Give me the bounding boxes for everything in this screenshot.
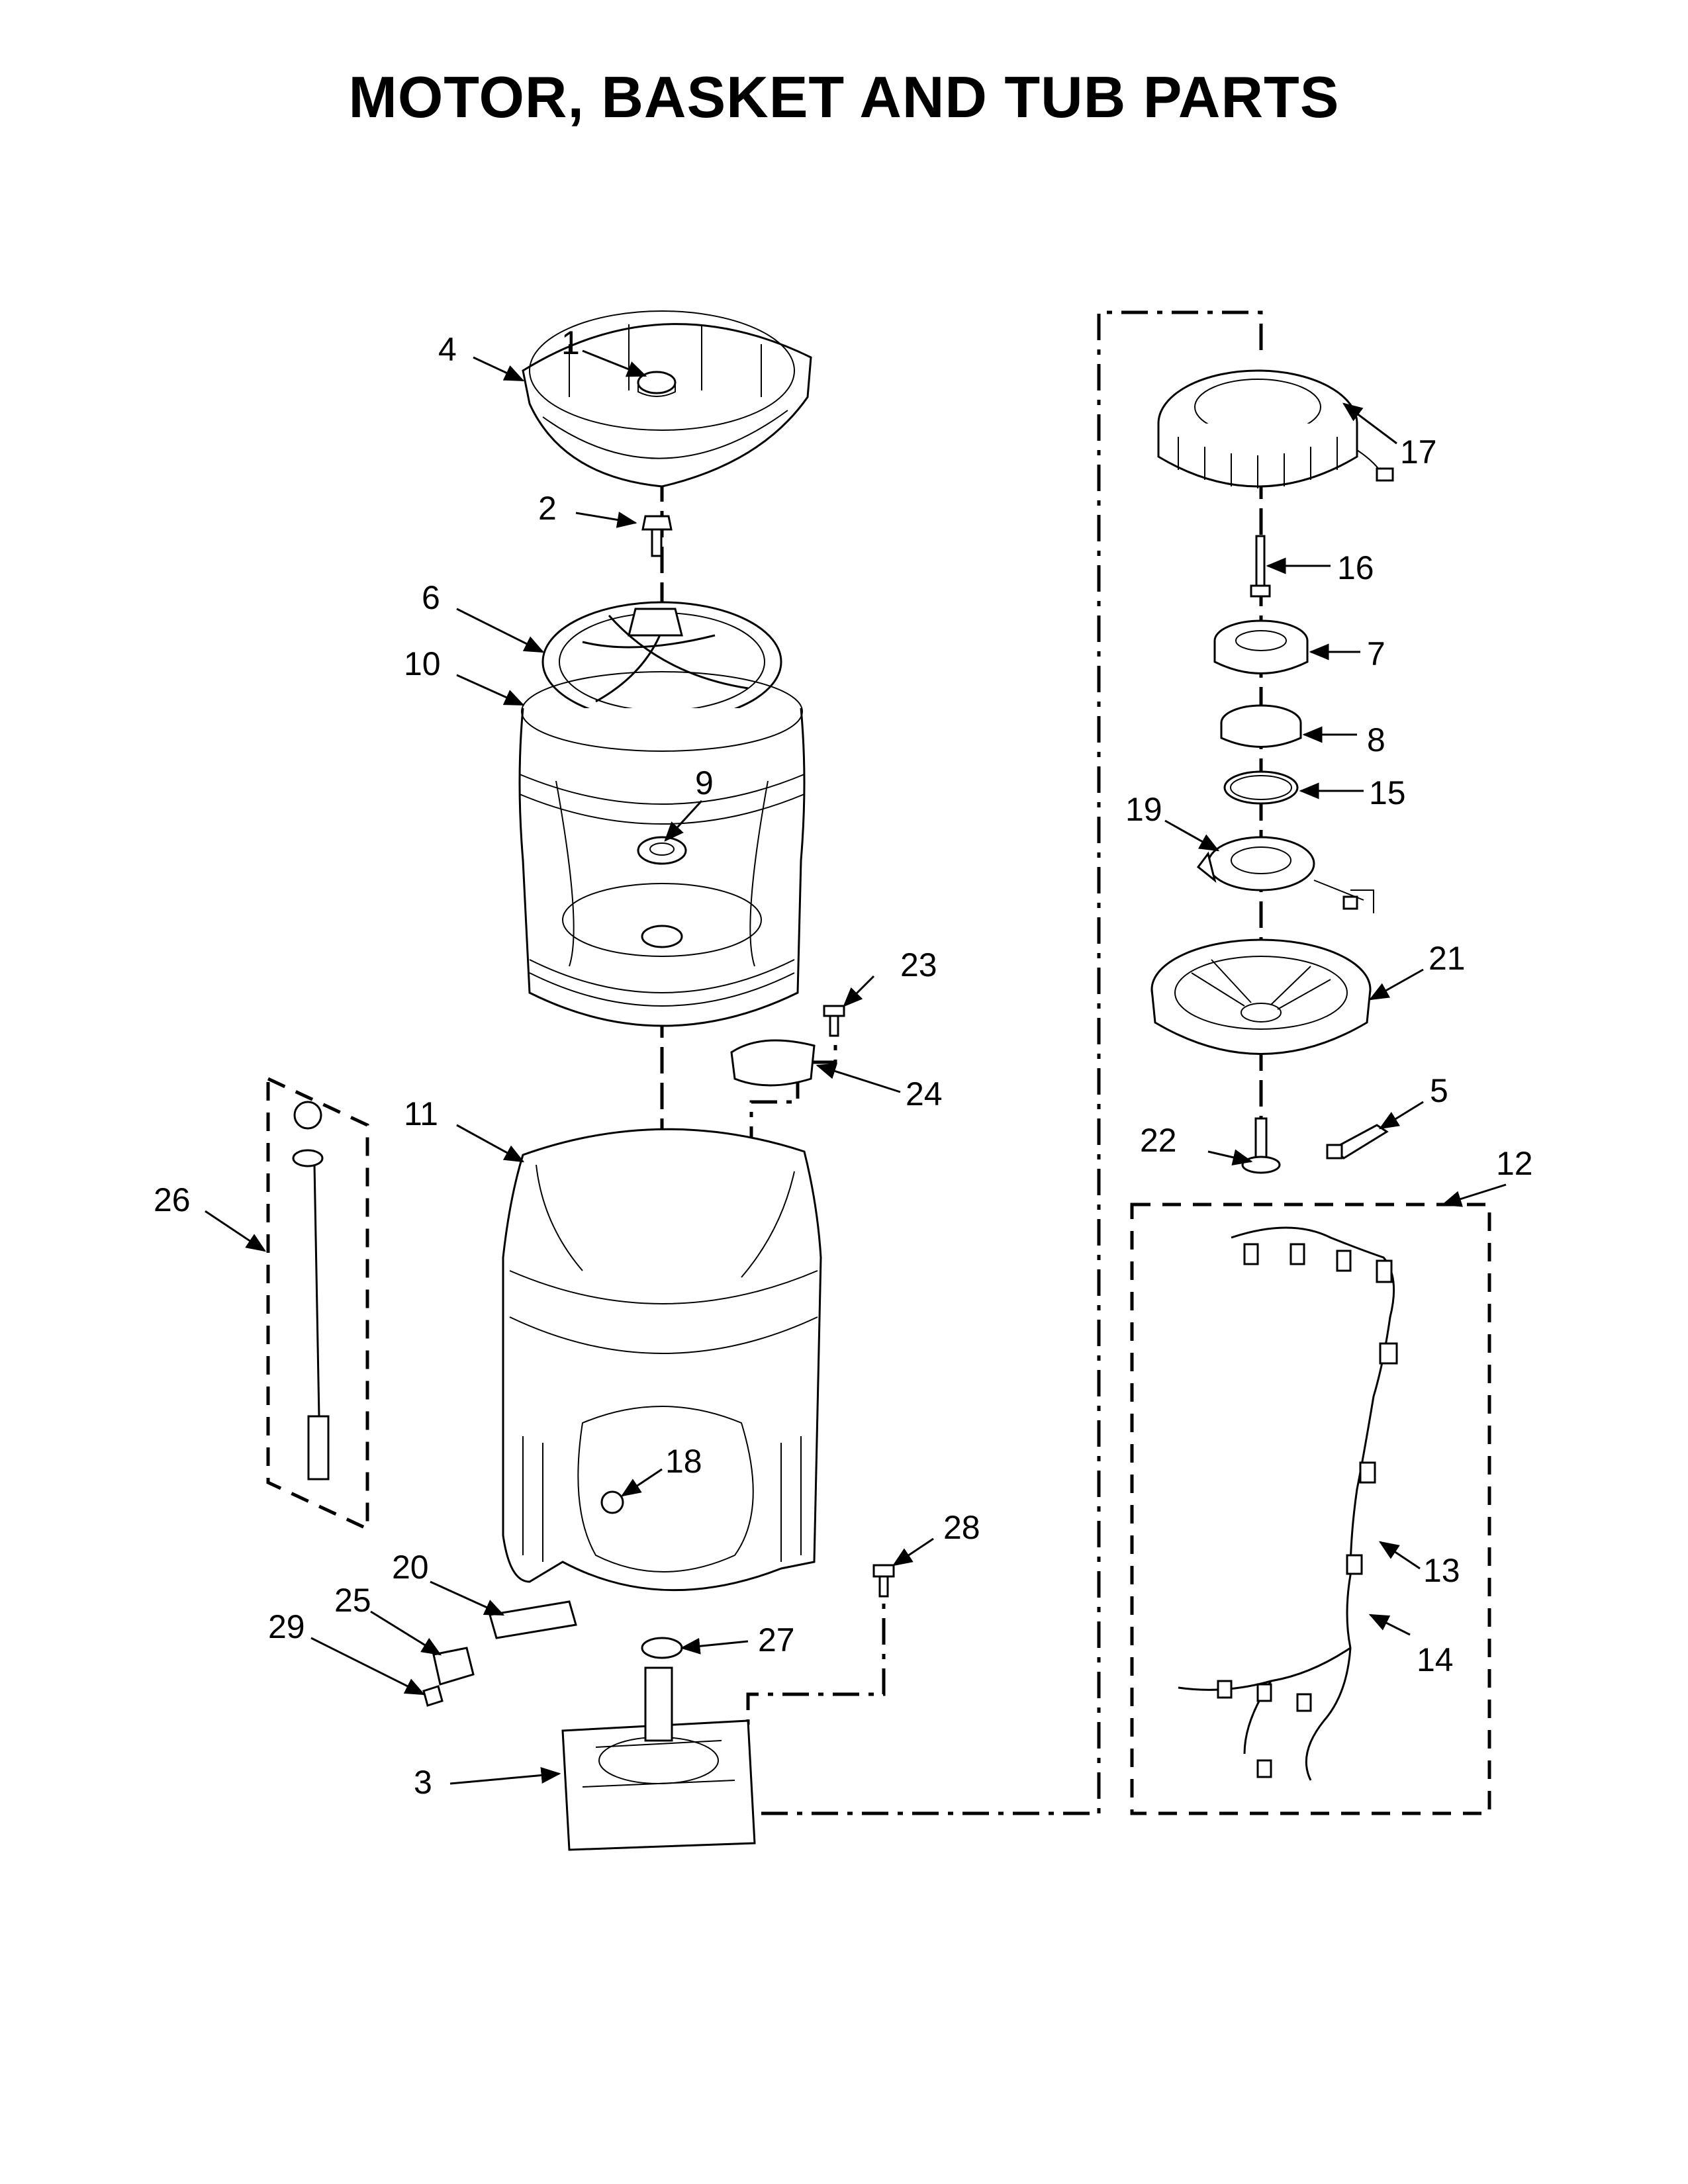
callout-1[interactable]: 1	[561, 324, 580, 361]
callout-11[interactable]: 11	[404, 1095, 438, 1132]
callout-10[interactable]: 10	[404, 645, 441, 682]
basket-part[interactable]	[518, 671, 806, 1027]
callout-28[interactable]: 28	[943, 1509, 980, 1546]
callout-labels: 1 2 3 4 5 6 7 8 9 10 11 12 13 14 15 16 1…	[154, 324, 1533, 1801]
stator-bolt-part[interactable]	[1250, 535, 1271, 598]
wire-harness-part[interactable]	[1178, 1226, 1398, 1781]
drive-assembly-part[interactable]	[561, 1666, 756, 1851]
callout-27[interactable]: 27	[758, 1621, 795, 1659]
sensor-part[interactable]	[1326, 1124, 1389, 1160]
callout-17[interactable]: 17	[1400, 433, 1437, 471]
wire-harness-group-box	[1130, 1203, 1491, 1815]
callout-21[interactable]: 21	[1429, 940, 1466, 977]
callout-19[interactable]: 19	[1125, 791, 1162, 828]
rotor-bolt-part[interactable]	[1241, 1117, 1281, 1174]
outer-tub-part[interactable]	[502, 1128, 822, 1592]
impeller-part[interactable]	[541, 601, 782, 723]
seal-part[interactable]	[1220, 704, 1302, 748]
basket-hub-part[interactable]	[637, 836, 687, 865]
callout-29[interactable]: 29	[268, 1608, 305, 1645]
callout-8[interactable]: 8	[1367, 721, 1385, 758]
tub-to-drive-connection-line	[746, 1588, 886, 1760]
washer-part[interactable]	[641, 1637, 683, 1659]
shifter-part[interactable]	[1196, 836, 1374, 913]
cap-part[interactable]	[637, 371, 677, 397]
suspension-rod-group-box	[266, 1076, 369, 1531]
bearing-part[interactable]	[1213, 619, 1309, 674]
callout-20[interactable]: 20	[392, 1549, 429, 1586]
callout-5[interactable]: 5	[1430, 1072, 1448, 1109]
screw-28-part[interactable]	[872, 1564, 895, 1598]
callout-22[interactable]: 22	[1140, 1122, 1177, 1159]
callout-18[interactable]: 18	[665, 1443, 702, 1480]
callout-15[interactable]: 15	[1369, 774, 1406, 811]
callout-3[interactable]: 3	[414, 1764, 432, 1801]
basket-drive-hub	[641, 925, 683, 948]
callout-arrows	[205, 349, 1507, 1785]
callout-13[interactable]: 13	[1423, 1552, 1460, 1589]
callout-24[interactable]: 24	[906, 1075, 943, 1113]
bolt-part[interactable]	[641, 515, 673, 557]
motor-connection-line	[761, 310, 1263, 1815]
callout-6[interactable]: 6	[422, 579, 440, 616]
rotor-part[interactable]	[1150, 938, 1372, 1055]
callout-12[interactable]: 12	[1496, 1145, 1533, 1182]
tub-fastener-part[interactable]	[600, 1490, 624, 1514]
suspension-rod-part[interactable]	[292, 1101, 330, 1480]
stator-part[interactable]	[1157, 369, 1394, 488]
balance-ring-part[interactable]	[522, 310, 812, 488]
callout-16[interactable]: 16	[1337, 549, 1374, 586]
callout-14[interactable]: 14	[1417, 1641, 1454, 1678]
callout-23[interactable]: 23	[900, 946, 937, 983]
callout-26[interactable]: 26	[154, 1181, 191, 1218]
screw-23-part[interactable]	[823, 1005, 845, 1037]
page-title: MOTOR, BASKET AND TUB PARTS	[348, 64, 1340, 130]
callout-4[interactable]: 4	[438, 331, 457, 368]
callout-2[interactable]: 2	[538, 490, 557, 527]
callout-9[interactable]: 9	[695, 764, 714, 801]
bracket-20-part[interactable]	[489, 1600, 577, 1639]
callout-7[interactable]: 7	[1367, 635, 1385, 672]
clip-25-part[interactable]	[432, 1647, 475, 1686]
callout-25[interactable]: 25	[334, 1582, 371, 1619]
o-ring-inner	[1230, 775, 1292, 800]
tub-cover-part[interactable]	[730, 1039, 816, 1087]
screw-29-part[interactable]	[422, 1685, 444, 1707]
o-ring-part[interactable]	[1223, 770, 1299, 805]
